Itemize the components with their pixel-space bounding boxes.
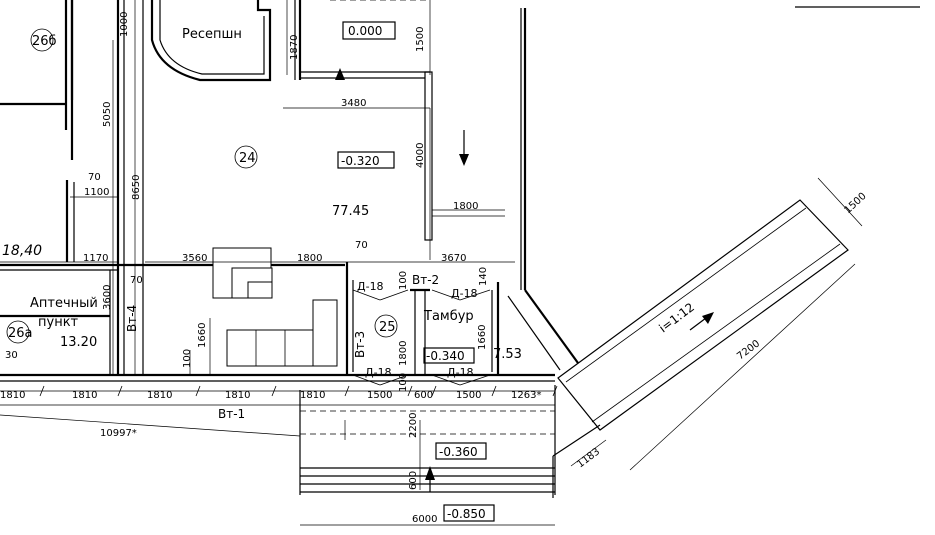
level-box-320 xyxy=(337,151,395,169)
dimension-ticks xyxy=(39,385,558,397)
dim-1800-mid: 1800 xyxy=(297,253,322,264)
dim-5050: 5050 xyxy=(102,102,113,127)
stained-vt2: Вт-2 xyxy=(412,273,439,287)
door-d18-a: Д-18 xyxy=(357,280,384,293)
door-d18-b: Д-18 xyxy=(451,287,478,300)
dim-1000: 1000 xyxy=(119,12,130,37)
dim-600-v: 600 xyxy=(408,471,419,490)
dim-3600: 3600 xyxy=(102,285,113,310)
dim-1870: 1870 xyxy=(289,35,300,60)
room-marker-25 xyxy=(374,314,398,338)
dim-140: 140 xyxy=(478,267,489,286)
room-number-26b: 26б xyxy=(32,34,57,49)
dim-8650: 8650 xyxy=(131,175,142,200)
dim-10997: 10997* xyxy=(100,428,137,439)
dim-600-b: 600 xyxy=(414,390,433,401)
door-swings xyxy=(335,68,491,386)
dim-1810-2: 1810 xyxy=(72,390,97,401)
level-0: 0.000 xyxy=(348,24,382,38)
dim-1100: 1100 xyxy=(84,187,109,198)
labels: 26б 24 25 26а Ресепшн Аптечный пункт Там… xyxy=(0,12,869,525)
dim-3560: 3560 xyxy=(182,253,207,264)
dimension-lines xyxy=(0,0,555,526)
ramp xyxy=(552,177,863,498)
door-d18-d: Д-18 xyxy=(447,366,474,379)
room-number-24: 24 xyxy=(239,151,256,166)
dim-1810-5: 1810 xyxy=(300,390,325,401)
area-24: 77.45 xyxy=(332,204,369,219)
dim-2200: 2200 xyxy=(408,413,419,438)
dim-70-a: 70 xyxy=(88,172,101,183)
room-number-25: 25 xyxy=(379,320,396,335)
level-box-360 xyxy=(435,442,487,460)
door-d18-c: Д-18 xyxy=(365,366,392,379)
area-left: 18,40 xyxy=(2,243,42,259)
dim-1810-1: 1810 xyxy=(0,390,25,401)
stained-vt1: Вт-1 xyxy=(218,407,245,421)
dim-1500-top: 1500 xyxy=(415,27,426,52)
level-850: -0.850 xyxy=(447,507,486,521)
area-26a: 13.20 xyxy=(60,335,97,350)
level-box-340 xyxy=(423,347,475,364)
dim-100-c: 100 xyxy=(398,373,409,392)
walls xyxy=(0,0,920,382)
level-box-0 xyxy=(342,21,396,40)
dim-3480: 3480 xyxy=(341,98,366,109)
room-marker-24 xyxy=(234,145,258,169)
vestibule-label: Тамбур xyxy=(423,309,474,324)
dim-1500-b1: 1500 xyxy=(367,390,392,401)
ramp-end-width: 1183 xyxy=(575,446,602,470)
dim-70-c: 70 xyxy=(130,275,143,286)
dim-3670: 3670 xyxy=(441,253,466,264)
dim-1810-4: 1810 xyxy=(225,390,250,401)
ramp-width: 1500 xyxy=(843,191,869,216)
ramp-slope: i=1:12 xyxy=(656,300,697,335)
room-number-26a: 26а xyxy=(8,326,33,341)
dim-1800-vert: 1800 xyxy=(398,341,409,366)
dim-1660-a: 1660 xyxy=(197,323,208,348)
dim-1170: 1170 xyxy=(83,253,108,264)
dim-30: 30 xyxy=(5,350,18,361)
dim-6000: 6000 xyxy=(412,514,437,525)
level-340: -0.340 xyxy=(426,349,465,363)
dim-1800-right: 1800 xyxy=(453,201,478,212)
ramp-length: 7200 xyxy=(735,338,762,362)
dim-1263: 1263* xyxy=(511,390,541,401)
reception-label: Ресепшн xyxy=(182,27,242,42)
dim-100-b: 100 xyxy=(182,349,193,368)
dim-1500-b2: 1500 xyxy=(456,390,481,401)
level-320: -0.320 xyxy=(341,154,380,168)
furniture xyxy=(212,247,338,367)
dim-70-b: 70 xyxy=(355,240,368,251)
stained-vt4: Вт-4 xyxy=(125,305,139,332)
landing xyxy=(299,385,556,495)
level-box-850 xyxy=(443,504,495,522)
dim-100-a: 100 xyxy=(398,271,409,290)
dim-1660-b: 1660 xyxy=(477,325,488,350)
room-marker-26a xyxy=(6,320,30,344)
level-360: -0.360 xyxy=(439,445,478,459)
dim-1810-3: 1810 xyxy=(147,390,172,401)
dim-4000: 4000 xyxy=(415,143,426,168)
pharmacy-label-1: Аптечный xyxy=(30,296,98,311)
area-25: 7.53 xyxy=(493,347,522,362)
pharmacy-label-2: пункт xyxy=(38,315,79,330)
stained-vt3: Вт-3 xyxy=(353,331,367,358)
room-marker-26b xyxy=(30,28,54,52)
